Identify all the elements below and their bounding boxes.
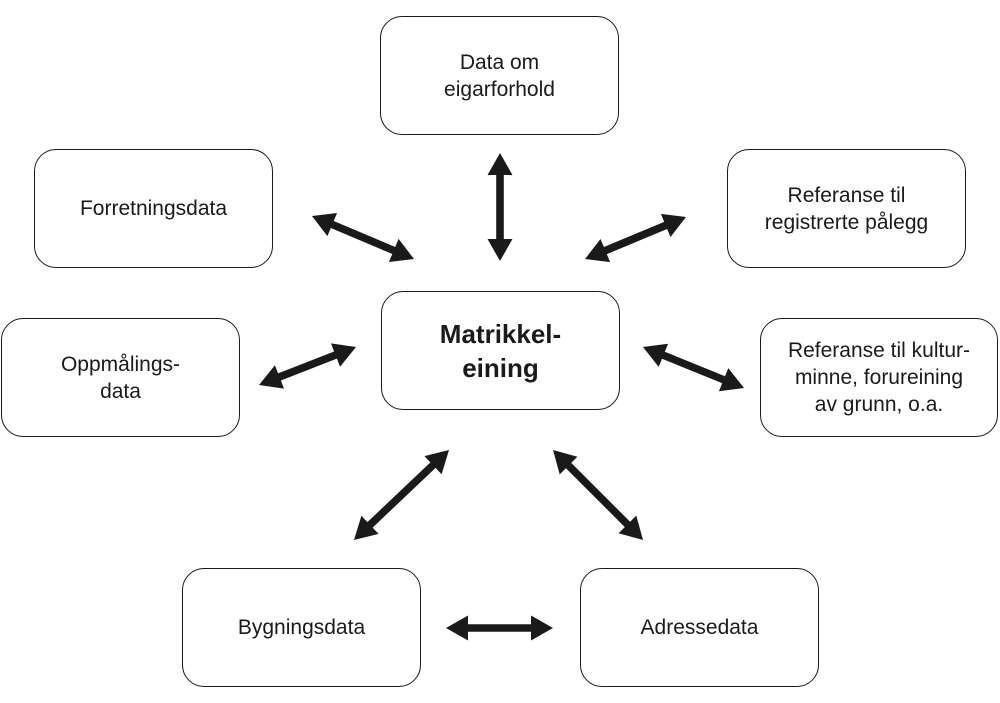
- node-adressedata: Adressedata: [580, 568, 819, 687]
- arrow-center-to-bygningsdata: [354, 450, 449, 540]
- node-referanse-registrerte-palegg: Referanse til registrerte pålegg: [727, 149, 966, 268]
- node-referanse-kulturminne: Referanse til kultur- minne, forureining…: [760, 318, 998, 437]
- arrow-center-to-referanse-kulturminne: [643, 343, 744, 392]
- arrow-center-to-eigarforhold: [487, 153, 513, 261]
- arrow-center-to-adressedata: [553, 450, 643, 540]
- node-oppmalingsdata: Oppmålings- data: [1, 318, 240, 437]
- arrow-center-to-referanse-palegg: [585, 213, 686, 263]
- node-data-om-eigarforhold: Data om eigarforhold: [380, 16, 619, 135]
- arrow-center-to-forretningsdata: [312, 213, 414, 262]
- node-matrikkeleining: Matrikkel- eining: [381, 291, 620, 410]
- arrow-bygningsdata-to-adressedata: [446, 615, 553, 641]
- node-forretningsdata: Forretningsdata: [34, 149, 273, 268]
- arrow-center-to-oppmalingsdata: [259, 343, 356, 389]
- node-bygningsdata: Bygningsdata: [182, 568, 421, 687]
